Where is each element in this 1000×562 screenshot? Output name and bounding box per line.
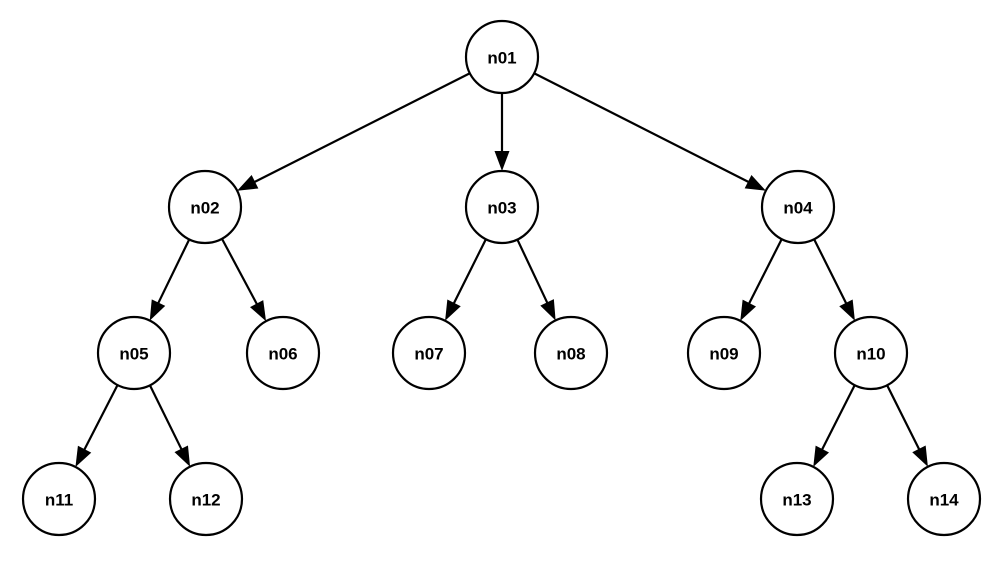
node-n13[interactable]: n13 (759, 461, 835, 537)
node-circle-n14[interactable] (906, 461, 982, 537)
node-n05[interactable]: n05 (96, 315, 172, 391)
edge-n01-to-n03 (494, 93, 510, 171)
node-circle-n13[interactable] (759, 461, 835, 537)
node-label-n12: n12 (191, 491, 220, 510)
node-circle-n04[interactable] (760, 169, 836, 245)
node-circle-n08[interactable] (533, 315, 609, 391)
node-label-n08: n08 (556, 345, 585, 364)
arrowhead-icon (540, 299, 556, 321)
arrowhead-icon (149, 299, 166, 321)
node-n03[interactable]: n03 (464, 169, 540, 245)
node-circle-n06[interactable] (245, 315, 321, 391)
node-circle-n12[interactable] (168, 461, 244, 537)
node-label-n02: n02 (190, 199, 219, 218)
node-label-n10: n10 (856, 345, 885, 364)
node-n12[interactable]: n12 (168, 461, 244, 537)
arrowhead-icon (839, 299, 855, 321)
edge-n04-to-n10 (813, 238, 855, 321)
node-label-n04: n04 (783, 199, 813, 218)
node-circle-n09[interactable] (686, 315, 762, 391)
node-n06[interactable]: n06 (245, 315, 321, 391)
node-label-n07: n07 (414, 345, 443, 364)
node-circle-n02[interactable] (167, 169, 243, 245)
node-n02[interactable]: n02 (167, 169, 243, 245)
edge-n10-to-n13 (813, 384, 856, 467)
arrowhead-icon (250, 300, 267, 322)
edge-n01-to-n04 (533, 72, 766, 191)
edge-n01-to-n02 (237, 72, 471, 191)
node-label-n01: n01 (487, 49, 516, 68)
edge-n03-to-n07 (445, 238, 487, 321)
edge-n05-to-n11 (75, 384, 119, 467)
arrowhead-icon (174, 445, 191, 467)
node-circle-n11[interactable] (21, 461, 97, 537)
node-n01[interactable]: n01 (464, 19, 540, 95)
node-label-n14: n14 (929, 491, 959, 510)
arrowhead-icon (740, 299, 757, 321)
node-circle-n01[interactable] (464, 19, 540, 95)
node-n09[interactable]: n09 (686, 315, 762, 391)
arrowhead-icon (912, 445, 928, 467)
node-layer: n01 n02 n03 n04 n05 n06 n07 n08 n09 n10 n11 n12 n13 n… (21, 19, 982, 537)
arrowhead-icon (813, 445, 830, 467)
node-n14[interactable]: n14 (906, 461, 982, 537)
node-circle-n03[interactable] (464, 169, 540, 245)
edge-n10-to-n14 (886, 384, 928, 467)
node-n04[interactable]: n04 (760, 169, 836, 245)
node-label-n13: n13 (782, 491, 811, 510)
node-label-n05: n05 (119, 345, 148, 364)
node-circle-n10[interactable] (833, 315, 909, 391)
arrowhead-icon (744, 175, 766, 191)
node-circle-n05[interactable] (96, 315, 172, 391)
edge-n02-to-n06 (220, 238, 267, 322)
node-label-n06: n06 (268, 345, 297, 364)
edge-n02-to-n05 (149, 238, 191, 321)
arrowhead-icon (445, 299, 461, 321)
arrowhead-icon (237, 175, 259, 191)
node-circle-n07[interactable] (391, 315, 467, 391)
edge-layer (75, 72, 928, 467)
node-n10[interactable]: n10 (833, 315, 909, 391)
node-n08[interactable]: n08 (533, 315, 609, 391)
edge-n03-to-n08 (516, 239, 556, 321)
edge-n04-to-n09 (740, 238, 783, 321)
node-n07[interactable]: n07 (391, 315, 467, 391)
arrowhead-icon (75, 445, 92, 467)
edge-n05-to-n12 (148, 384, 191, 467)
node-label-n03: n03 (487, 199, 516, 218)
node-label-n11: n11 (45, 491, 73, 510)
node-label-n09: n09 (709, 345, 738, 364)
arrowhead-icon (494, 151, 510, 171)
node-n11[interactable]: n11 (21, 461, 97, 537)
